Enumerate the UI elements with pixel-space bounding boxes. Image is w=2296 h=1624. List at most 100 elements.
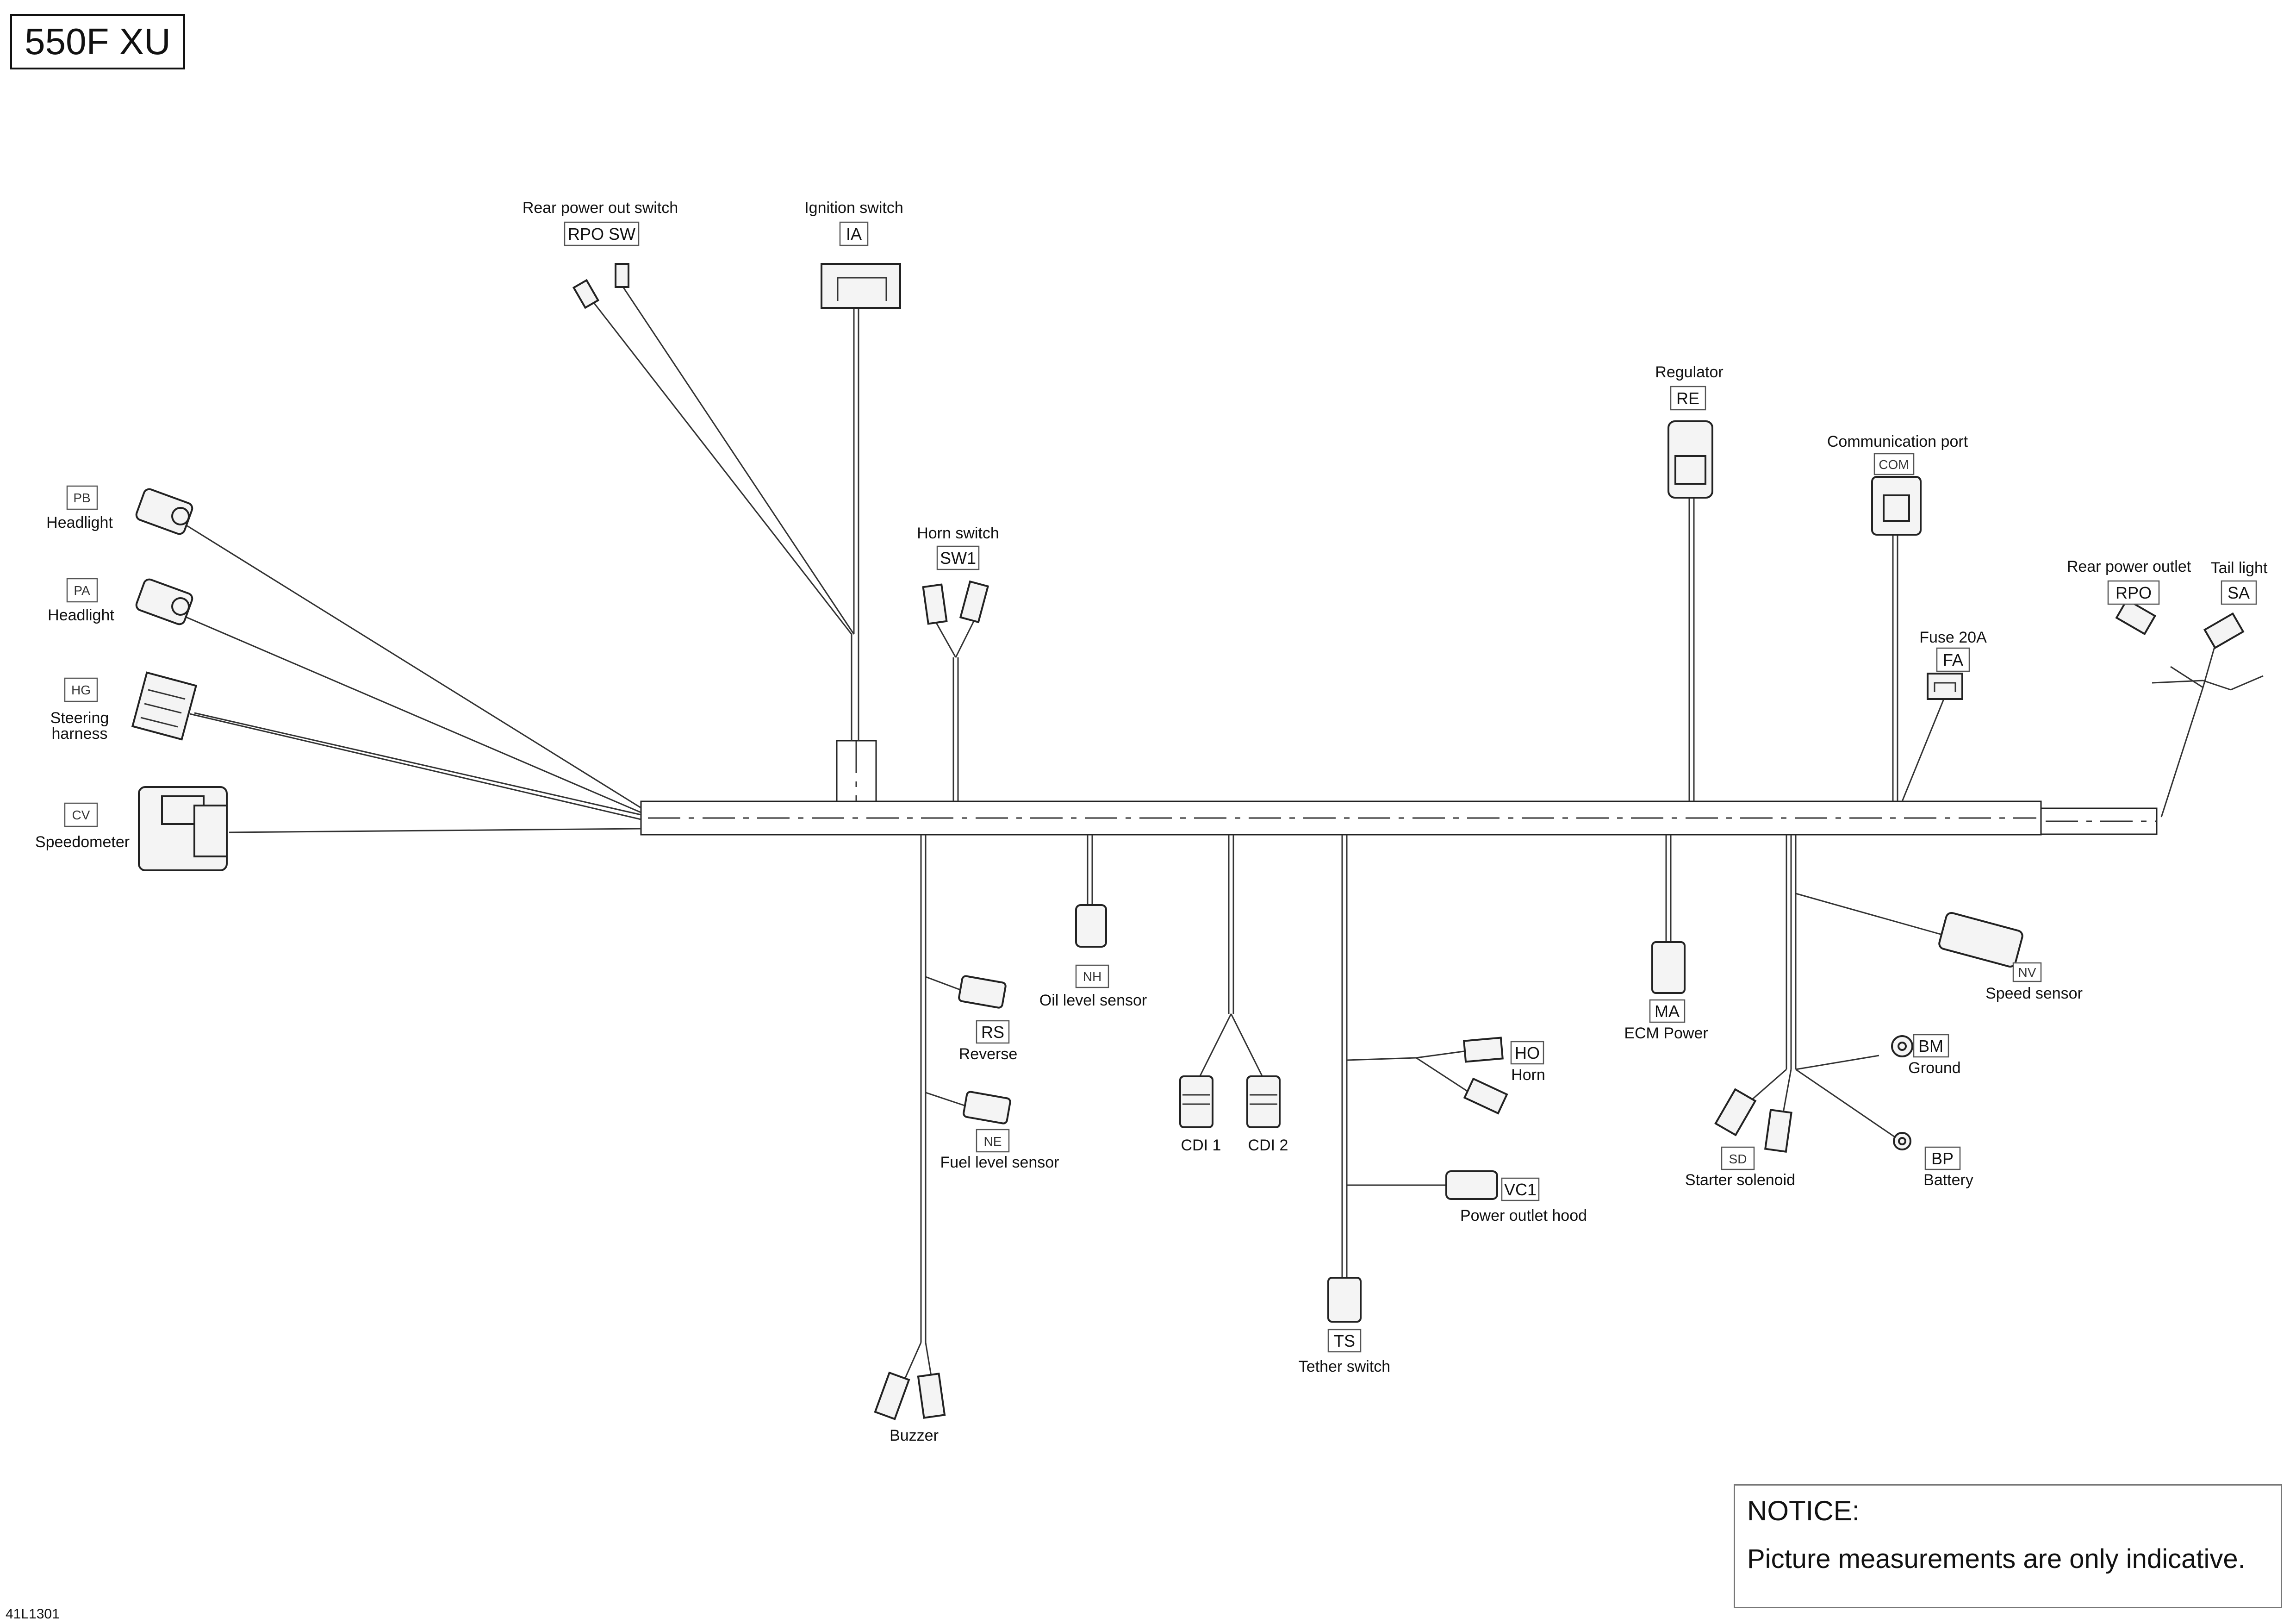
regulator-name: Regulator [1655, 363, 1723, 381]
rpo-sw-connector-icon[interactable] [572, 263, 629, 309]
cv-code-box [64, 802, 98, 827]
speedometer-connector-icon[interactable] [138, 786, 228, 871]
ground-terminal-icon[interactable] [1891, 1035, 1913, 1057]
ts-code-box [1327, 1329, 1362, 1353]
fuse-name: Fuse 20A [1919, 629, 1987, 646]
notice-text: Picture measurements are only indicative… [1747, 1544, 2246, 1574]
regulator-connector-icon[interactable] [1668, 420, 1713, 499]
sw1-code-box [936, 545, 980, 570]
notice-box: NOTICE: Picture measurements are only in… [1734, 1484, 2282, 1608]
tail-light-name: Tail light [2211, 559, 2268, 577]
ia-code-box [839, 221, 869, 246]
ecm-power-connector-icon[interactable] [1651, 941, 1686, 994]
power-outlet-hood-connector-icon[interactable] [1445, 1170, 1498, 1200]
oil-level-sensor-connector-icon[interactable] [1075, 904, 1107, 948]
headlight-pb-name: Headlight [46, 514, 113, 531]
cdi-1-name: CDI 1 [1181, 1137, 1221, 1154]
hg-code-box [64, 677, 98, 702]
ma-code: MA [1655, 1002, 1680, 1021]
pa-code-box [66, 578, 98, 603]
bottom-branch-wires [902, 835, 1944, 1385]
rpo-sw-name: Rear power out switch [523, 199, 678, 217]
buzzer-name: Buzzer [890, 1427, 939, 1444]
rs-code-box [976, 1020, 1010, 1044]
notice-heading: NOTICE: [1747, 1495, 1860, 1526]
starter-solenoid-connector-icon[interactable] [1714, 1088, 1792, 1153]
rpo-code-box [2107, 580, 2160, 605]
fuel-level-sensor-connector-icon[interactable] [963, 1091, 1011, 1124]
communication-port-connector-icon[interactable] [1871, 476, 1922, 536]
nv-code-box [2012, 962, 2042, 982]
horn-connector-icon[interactable] [1462, 1037, 1508, 1115]
reverse-name: Reverse [959, 1045, 1018, 1063]
sw1-code: SW1 [940, 549, 976, 568]
ne-code: NE [984, 1134, 1002, 1149]
rear-power-outlet-connector-icon[interactable] [2115, 598, 2157, 636]
rs-code: RS [981, 1023, 1004, 1042]
battery-name: Battery [1923, 1171, 1973, 1189]
steering-harness-connector-icon[interactable] [131, 671, 198, 741]
drawing-reference: 41L1301 [6, 1606, 60, 1622]
sa-code-box [2221, 580, 2257, 605]
nv-code: NV [2018, 965, 2036, 980]
tail-light-connector-icon[interactable] [2203, 612, 2245, 650]
ground-name: Ground [1908, 1059, 1960, 1077]
horn-switch-connector-icon[interactable] [922, 580, 989, 625]
ignition-switch-connector-icon[interactable] [821, 263, 901, 309]
ho-code: HO [1515, 1043, 1540, 1062]
tether-switch-name: Tether switch [1299, 1358, 1390, 1375]
rpo-sw-code-box [564, 221, 640, 246]
left-branch-wires [182, 522, 641, 833]
oil-level-sensor-name: Oil level sensor [1039, 992, 1147, 1009]
ia-code: IA [846, 225, 862, 244]
speed-sensor-name: Speed sensor [1985, 985, 2083, 1002]
re-code-box [1670, 386, 1706, 411]
fuel-level-sensor-name: Fuel level sensor [940, 1154, 1059, 1171]
sd-code-box [1721, 1146, 1755, 1170]
steering-harness-name-1: Steering [50, 709, 109, 727]
ignition-switch-name: Ignition switch [804, 199, 903, 217]
com-code-box [1873, 453, 1915, 475]
main-harness-trunk [640, 740, 2158, 836]
ts-code: TS [1334, 1331, 1355, 1350]
horn-name: Horn [1511, 1066, 1545, 1084]
ecm-power-name: ECM Power [1624, 1024, 1708, 1042]
headlight-pa-connector-icon[interactable] [135, 578, 193, 625]
headlight-pa-name: Headlight [48, 606, 114, 624]
vc1-code: VC1 [1504, 1180, 1537, 1199]
nh-code-box [1075, 964, 1109, 988]
headlight-pb-connector-icon[interactable] [135, 487, 193, 535]
bp-code-box [1924, 1146, 1961, 1170]
hg-code: HG [71, 683, 91, 697]
pa-code: PA [74, 583, 90, 598]
sd-code: SD [1729, 1152, 1747, 1166]
cdi-2-connector-icon[interactable] [1246, 1075, 1281, 1128]
rpo-sw-code: RPO SW [568, 225, 635, 244]
diagram-title: 550F XU [10, 14, 185, 69]
bp-code: BP [1931, 1149, 1954, 1168]
tether-switch-connector-icon[interactable] [1327, 1277, 1362, 1323]
ma-code-box [1649, 999, 1686, 1023]
horn-switch-name: Horn switch [917, 525, 999, 542]
speed-sensor-connector-icon[interactable] [1938, 912, 2024, 968]
com-code: COM [1879, 457, 1909, 472]
rpo-code: RPO [2116, 583, 2152, 602]
reverse-connector-icon[interactable] [958, 975, 1007, 1009]
fa-code: FA [1943, 650, 1963, 669]
starter-solenoid-name: Starter solenoid [1685, 1171, 1795, 1189]
pb-code-box [66, 485, 98, 510]
communication-port-name: Communication port [1827, 433, 1968, 450]
speedometer-name: Speedometer [35, 833, 130, 851]
battery-terminal-icon[interactable] [1893, 1132, 1911, 1150]
steering-harness-name-2: harness [52, 725, 108, 743]
cv-code: CV [72, 808, 90, 822]
top-branch-wires [591, 286, 2264, 818]
fuse-20a-icon[interactable] [1927, 673, 1963, 700]
rear-power-outlet-name: Rear power outlet [2067, 558, 2191, 575]
re-code: RE [1676, 389, 1699, 408]
ho-code-box [1510, 1041, 1544, 1065]
vc1-code-box [1501, 1177, 1540, 1201]
buzzer-connector-icon[interactable] [874, 1371, 946, 1420]
cdi-1-connector-icon[interactable] [1179, 1075, 1213, 1128]
cdi-2-name: CDI 2 [1248, 1137, 1288, 1154]
